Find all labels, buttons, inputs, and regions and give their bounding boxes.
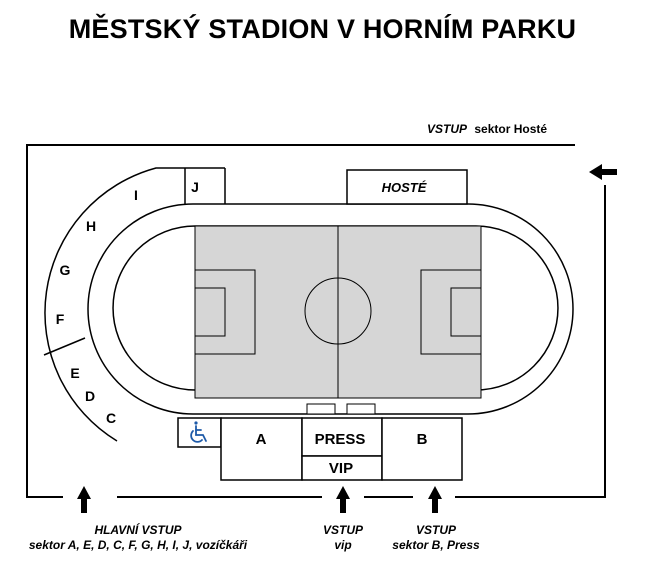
main-entrance-sectors: sektor A, E, D, C, F, G, H, I, J, vozíčk… [28,538,248,552]
stand-vip-label: VIP [329,460,353,477]
guest-entrance-italic: VSTUP [427,122,468,136]
athletics-track-outer [87,203,574,415]
sector-f-label: F [56,311,65,327]
guest-entrance-label: VSTUP sektor Hosté [427,122,547,136]
bench-left [306,403,336,415]
sector-c-label: C [106,410,116,426]
guest-entrance-rest: sektor Hosté [474,122,547,136]
bench-right [346,403,376,415]
stand-hoste-label: HOSTÉ [382,180,427,195]
press-entrance-caption: VSTUP sektor B, Press [376,523,496,553]
stand-a-label: A [256,431,267,448]
main-entrance-title: HLAVNÍ VSTUP [94,523,182,537]
sector-g-label: G [60,262,71,278]
vip-entrance-title: VSTUP [322,523,363,537]
vip-entrance-sub: vip [334,538,352,552]
stand-press-label: PRESS [315,431,366,448]
stand-b-label: B [417,431,428,448]
page-title: MĚSTSKÝ STADION V HORNÍM PARKU [68,14,577,44]
football-pitch [194,225,482,399]
arrow-left-icon [589,164,617,180]
vip-entrance-caption: VSTUP vip [303,523,383,553]
main-entrance-caption: HLAVNÍ VSTUP sektor A, E, D, C, F, G, H,… [0,523,276,553]
sector-j-label: J [191,179,199,195]
arrow-up-icon [77,486,91,513]
press-entrance-sub: sektor B, Press [392,538,480,552]
sector-d-label: D [85,388,95,404]
perimeter-boundary [26,144,606,498]
sector-e-label: E [70,365,79,381]
press-entrance-title: VSTUP [415,523,456,537]
arrow-up-icon [336,486,350,513]
wheelchair-icon [190,421,207,443]
west-stand-curve [43,167,226,442]
sector-h-label: H [86,218,96,234]
sector-i-label: I [134,187,138,203]
stand-hoste [346,169,468,205]
arrow-up-icon [428,486,442,513]
main-stand [177,417,463,481]
